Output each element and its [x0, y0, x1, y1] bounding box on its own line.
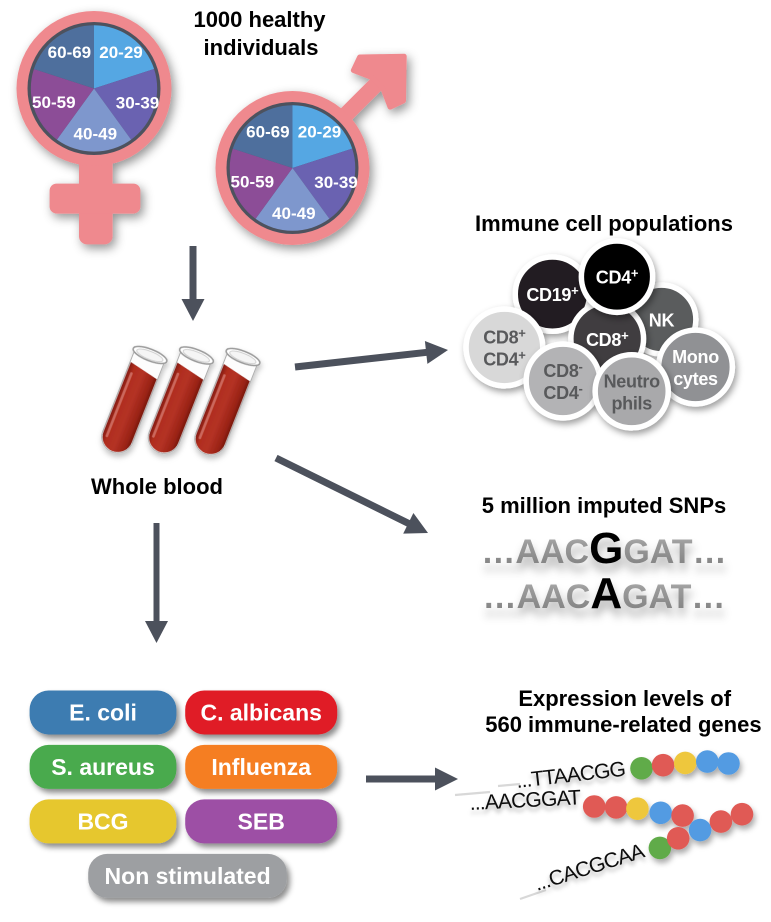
svg-text:C. albicans: C. albicans — [200, 700, 321, 726]
svg-text:50-59: 50-59 — [32, 93, 75, 112]
svg-text:Neutro: Neutro — [604, 371, 661, 391]
svg-text:30-39: 30-39 — [116, 94, 159, 113]
svg-text:40-49: 40-49 — [74, 125, 117, 144]
svg-text:40-49: 40-49 — [272, 204, 315, 223]
svg-text:20-29: 20-29 — [99, 43, 142, 62]
svg-text:Mono: Mono — [672, 347, 719, 367]
svg-text:NK: NK — [649, 311, 675, 331]
svg-text:1000 healthy: 1000 healthy — [193, 7, 326, 32]
svg-text:CD19+: CD19+ — [526, 283, 579, 305]
svg-text:cytes: cytes — [673, 369, 718, 389]
svg-text:60-69: 60-69 — [246, 123, 289, 142]
svg-text:Expression levels of: Expression levels of — [518, 686, 731, 711]
svg-text:5 million imputed SNPs: 5 million imputed SNPs — [482, 493, 726, 518]
svg-text:SEB: SEB — [238, 808, 285, 834]
svg-text:S. aureus: S. aureus — [51, 754, 155, 780]
svg-text:phils: phils — [611, 393, 652, 413]
svg-text:20-29: 20-29 — [298, 123, 341, 142]
svg-text:50-59: 50-59 — [231, 173, 274, 192]
svg-text:CD8+: CD8+ — [586, 328, 629, 350]
svg-text:Immune cell populations: Immune cell populations — [475, 211, 733, 236]
svg-text:E. coli: E. coli — [69, 700, 137, 726]
svg-text:BCG: BCG — [77, 808, 128, 834]
svg-text:Non stimulated: Non stimulated — [105, 863, 271, 889]
svg-text:CD4+: CD4+ — [596, 266, 639, 288]
svg-text:CD8+: CD8+ — [483, 326, 526, 348]
svg-text:CD8-: CD8- — [543, 359, 582, 381]
svg-text:individuals: individuals — [204, 35, 319, 60]
svg-text:…AACAGAT…: …AACAGAT… — [483, 569, 726, 618]
svg-text:Whole blood: Whole blood — [91, 474, 223, 499]
svg-text:Influenza: Influenza — [211, 754, 311, 780]
svg-text:…AACGGAT…: …AACGGAT… — [481, 524, 726, 573]
svg-text:60-69: 60-69 — [48, 43, 91, 62]
svg-text:CD4-: CD4- — [543, 381, 582, 403]
svg-text:30-39: 30-39 — [314, 173, 357, 192]
svg-text:560 immune-related genes: 560 immune-related genes — [485, 712, 761, 737]
svg-text:CD4+: CD4+ — [483, 348, 526, 370]
